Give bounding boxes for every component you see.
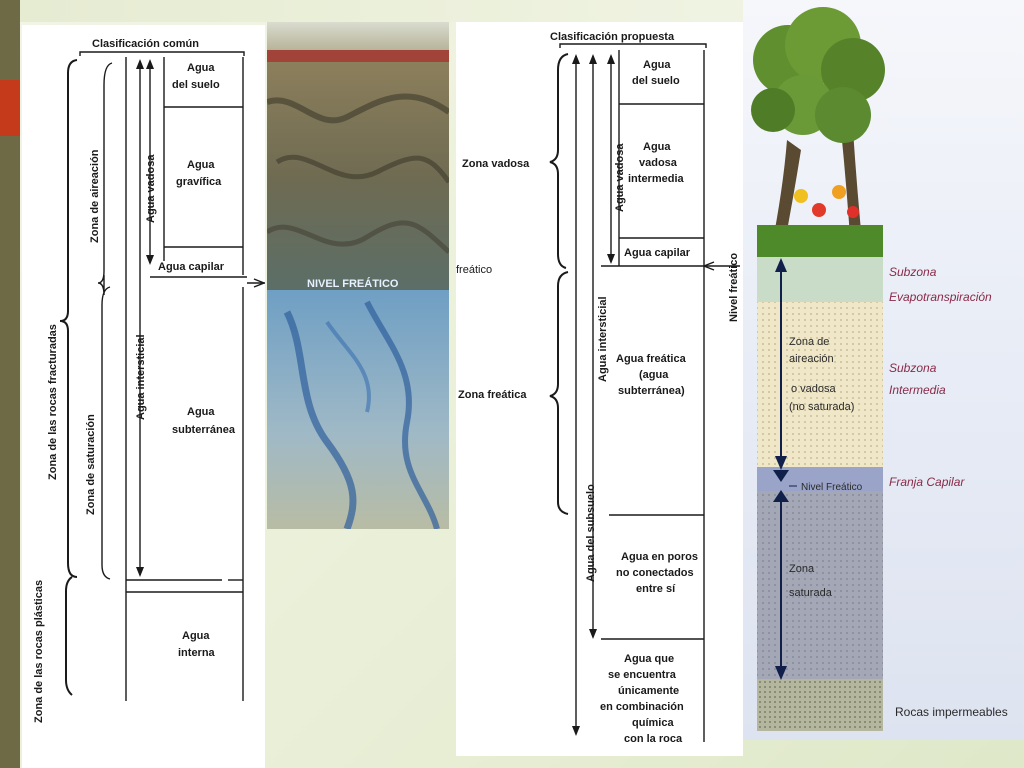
slide-left-border	[0, 0, 20, 768]
fractured-zone-brace	[59, 59, 78, 578]
subzona-intermedia-2: Intermedia	[889, 383, 946, 397]
cell-agua-capilar: Agua capilar	[158, 261, 225, 273]
prop-cell-capilar: Agua capilar	[624, 247, 691, 259]
cell-agua-interna-line2: interna	[178, 647, 216, 659]
prop-cell-roca-1: Agua que	[624, 653, 674, 665]
prop-cell-freatica-3: subterránea)	[618, 385, 685, 397]
vadose-brace	[549, 53, 569, 269]
prop-cell-poros-3: entre sí	[636, 583, 676, 595]
subzona-evap-1: Subzona	[889, 265, 937, 279]
franja-capilar-label: Franja Capilar	[889, 475, 965, 489]
prop-cell-vadosa-1: Agua	[643, 141, 671, 153]
soil-profile-photo: NIVEL FREÁTICO	[267, 22, 449, 529]
illus-nivel-freatico: Nivel Freático	[801, 482, 863, 493]
proposed-nivel-freatico-label: Nivel freático	[728, 253, 740, 322]
agua-subsuelo-label: Agua del subsuelo	[585, 484, 597, 582]
slide-accent-marker	[0, 80, 20, 136]
common-classification-diagram: Clasificación común Zona de las rocas fr…	[22, 25, 265, 768]
prop-cell-suelo-2: del suelo	[632, 75, 680, 87]
cell-agua-subterranea-line2: subterránea	[172, 424, 236, 436]
prop-cell-vadosa-2: vadosa	[639, 157, 678, 169]
zona-vadosa-label: Zona vadosa	[462, 158, 530, 170]
subzona-evap-2: Evapotranspiración	[889, 290, 992, 304]
prop-cell-roca-3: únicamente	[618, 685, 679, 697]
proposed-intersticial-label: Agua intersticial	[597, 296, 609, 382]
prop-cell-suelo-1: Agua	[643, 59, 671, 71]
common-vadosa-label: Agua vadosa	[145, 154, 157, 223]
prop-cell-poros-1: Agua en poros	[621, 551, 698, 563]
phreatic-brace	[549, 271, 569, 515]
illus-aireacion-4: (no saturada)	[789, 401, 854, 413]
common-intersticial-label: Agua intersticial	[135, 334, 147, 420]
illus-aireacion-2: aireación	[789, 353, 834, 365]
aeration-zone-label: Zona de aireación	[89, 149, 101, 243]
cell-agua-gravifica-line1: Agua	[187, 159, 215, 171]
cell-agua-gravifica-line2: gravífica	[176, 176, 222, 188]
groundwater-zones-illustration: Zona de aireación o vadosa (no saturada)…	[743, 0, 1024, 740]
prop-cell-roca-4: en combinación	[600, 701, 684, 713]
prop-cell-roca-6: con la roca	[624, 733, 683, 745]
illus-saturada-1: Zona	[789, 563, 815, 575]
freatico-left-label: freático	[456, 264, 492, 276]
common-header: Clasificación común	[92, 38, 199, 50]
fractured-zone-label: Zona de las rocas fracturadas	[47, 324, 59, 480]
zona-freatica-label: Zona freática	[458, 389, 527, 401]
prop-cell-vadosa-3: intermedia	[628, 173, 685, 185]
cell-agua-subterranea-line1: Agua	[187, 406, 215, 418]
prop-cell-freatica-2: (agua	[639, 369, 669, 381]
cell-agua-interna-line1: Agua	[182, 630, 210, 642]
plastic-zone-brace	[65, 576, 73, 696]
prop-cell-freatica-1: Agua freática	[616, 353, 687, 365]
cell-agua-suelo-line2: del suelo	[172, 79, 220, 91]
prop-cell-roca-2: se encuentra	[608, 669, 677, 681]
proposed-classification-diagram: Clasificación propuesta Zona vadosa Zona…	[456, 22, 743, 756]
prop-cell-poros-2: no conectados	[616, 567, 694, 579]
proposed-header: Clasificación propuesta	[550, 31, 675, 43]
illus-saturada-2: saturada	[789, 587, 833, 599]
subzona-intermedia-1: Subzona	[889, 361, 937, 375]
illus-aireacion-3: o vadosa	[791, 383, 837, 395]
rocas-impermeables-label: Rocas impermeables	[895, 705, 1008, 719]
plastic-zone-label: Zona de las rocas plásticas	[33, 580, 45, 723]
prop-cell-roca-5: química	[632, 717, 674, 729]
illus-aireacion-1: Zona de	[789, 336, 829, 348]
trees-illustration	[751, 7, 885, 252]
saturation-zone-label: Zona de saturación	[85, 414, 97, 515]
proposed-vadosa-label: Agua vadosa	[614, 143, 626, 212]
photo-nivel-freatico-label: NIVEL FREÁTICO	[307, 277, 399, 290]
cell-agua-suelo-line1: Agua	[187, 62, 215, 74]
